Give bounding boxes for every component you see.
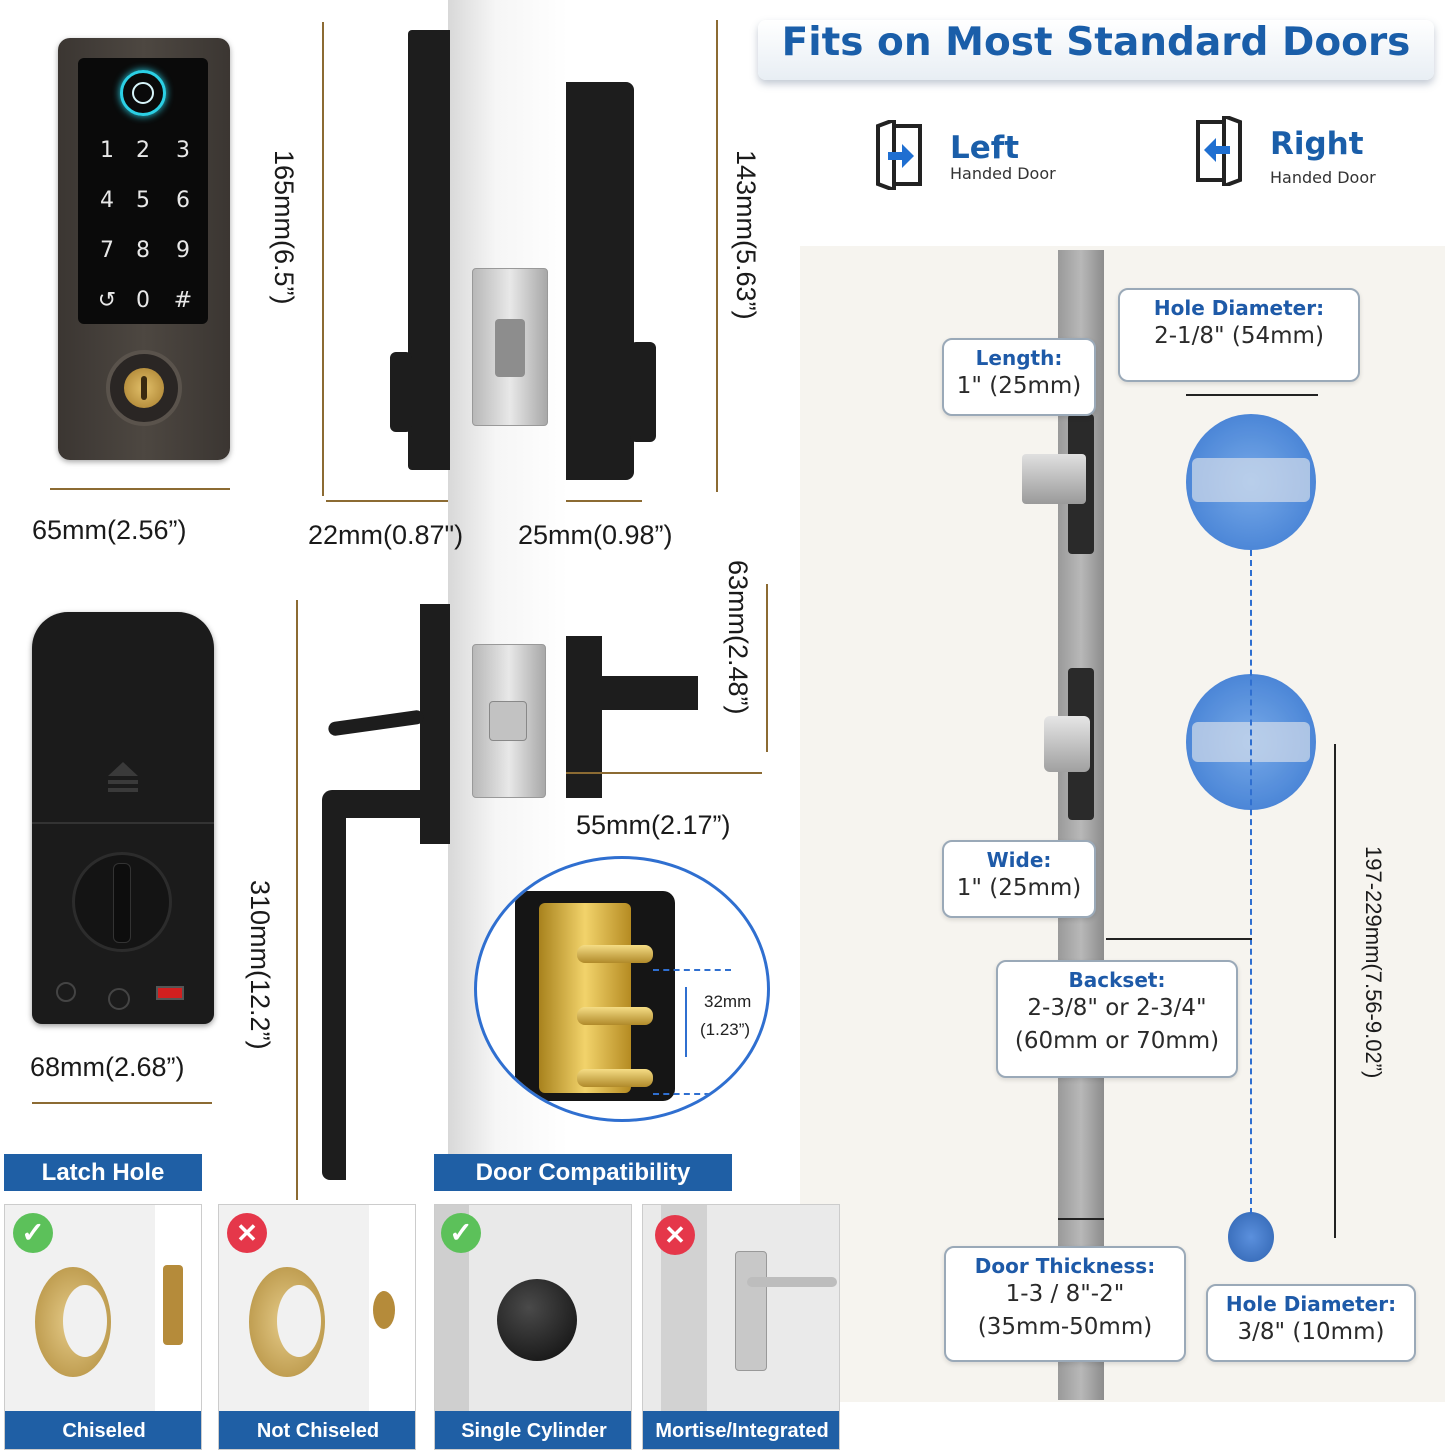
wide-label: Wide: 1" (25mm) bbox=[942, 840, 1096, 918]
handle-plate-width-label: 55mm(2.17”) bbox=[576, 810, 731, 840]
thumbnail-chiseled: ✓ Chiseled bbox=[4, 1204, 202, 1450]
side-depth-back-arrow bbox=[566, 500, 642, 502]
reset-button-icon bbox=[56, 982, 76, 1002]
side-depth-front-label: 22mm(0.87") bbox=[308, 520, 464, 550]
latch-hole-tab: Latch Hole bbox=[4, 1154, 202, 1191]
key-9[interactable]: 9 bbox=[176, 238, 190, 263]
battery-indicator-icon bbox=[156, 986, 184, 1000]
right-handed-door: Right Handed Door bbox=[1190, 116, 1430, 187]
title-banner: Fits on Most Standard Doors bbox=[758, 20, 1434, 80]
side-front-knob bbox=[390, 352, 412, 432]
screw-spacing-inches: (1.23”) bbox=[700, 1020, 751, 1039]
keypad-screen: 1 2 3 4 5 6 7 8 9 ↺ 0 # bbox=[78, 58, 208, 324]
keypad-lock-front: 1 2 3 4 5 6 7 8 9 ↺ 0 # bbox=[58, 38, 230, 460]
front-width-label: 65mm(2.56”) bbox=[32, 515, 187, 545]
hole-diameter-small-label: Hole Diameter: 3/8" (10mm) bbox=[1206, 1284, 1416, 1362]
center-line bbox=[1250, 550, 1252, 1214]
front-width-arrow bbox=[50, 488, 230, 490]
bore-hole-upper bbox=[1186, 414, 1316, 550]
side-height-label: 143mm(5.63”) bbox=[731, 150, 761, 320]
thumbnail-mortise: ✕ Mortise/Integrated bbox=[642, 1204, 840, 1450]
door-compatibility-tab: Door Compatibility bbox=[434, 1154, 732, 1191]
key-2[interactable]: 2 bbox=[136, 138, 150, 163]
bore-hole-small bbox=[1228, 1212, 1274, 1262]
key-cylinder-icon bbox=[106, 350, 182, 426]
left-door-title: Left bbox=[950, 130, 1020, 166]
door-thickness-arrow bbox=[1058, 1218, 1104, 1220]
ok-check-icon: ✓ bbox=[441, 1213, 481, 1253]
back-width-label: 68mm(2.68”) bbox=[30, 1052, 185, 1082]
backset-arrow bbox=[1106, 938, 1252, 940]
front-height-arrow bbox=[322, 22, 324, 496]
ok-check-icon: ✓ bbox=[13, 1213, 53, 1253]
screw-icon bbox=[108, 988, 130, 1010]
handle-lever bbox=[327, 709, 425, 737]
caption-not-chiseled: Not Chiseled bbox=[219, 1411, 415, 1449]
side-back-knob bbox=[630, 342, 656, 442]
lever-arm bbox=[598, 676, 698, 710]
handle-plate-height-arrow bbox=[766, 584, 768, 752]
side-height-arrow bbox=[716, 20, 718, 492]
no-cross-icon: ✕ bbox=[227, 1213, 267, 1253]
back-lock-body bbox=[32, 612, 214, 1024]
front-height-label: 165mm(6.5”) bbox=[269, 150, 299, 305]
length-label: Length: 1" (25mm) bbox=[942, 338, 1096, 416]
hole-spacing-arrow bbox=[1334, 744, 1336, 1238]
right-door-subtitle: Handed Door bbox=[1270, 168, 1376, 187]
no-cross-icon: ✕ bbox=[655, 1215, 695, 1255]
left-handed-door: Left Handed Door bbox=[870, 120, 1100, 190]
hole-diameter-arrow bbox=[1186, 394, 1318, 396]
back-height-arrow bbox=[296, 600, 298, 1200]
thumbnail-not-chiseled: ✕ Not Chiseled bbox=[218, 1204, 416, 1450]
handle-plate-height-label: 63mm(2.48”) bbox=[723, 560, 753, 715]
caption-single-cylinder: Single Cylinder bbox=[435, 1411, 631, 1449]
side-depth-front-arrow bbox=[326, 500, 448, 502]
latch-plate-bottom bbox=[472, 644, 546, 798]
latch-bolt-upper bbox=[1022, 454, 1086, 504]
screw-spacing-value: 32mm bbox=[704, 992, 752, 1011]
side-depth-back-label: 25mm(0.98”) bbox=[518, 520, 673, 550]
hole-spacing-label: 197-229mm(7.56-9.02”) bbox=[1361, 846, 1386, 1079]
door-diagram bbox=[800, 246, 1445, 1402]
backset-label: Backset: 2-3/8" or 2-3/4" (60mm or 70mm) bbox=[996, 960, 1238, 1078]
right-door-title: Right bbox=[1270, 126, 1364, 162]
key-7[interactable]: 7 bbox=[100, 238, 114, 263]
key-back[interactable]: ↺ bbox=[97, 288, 117, 313]
key-1[interactable]: 1 bbox=[100, 138, 114, 163]
key-4[interactable]: 4 bbox=[100, 188, 114, 213]
eject-icon bbox=[108, 762, 138, 802]
key-0[interactable]: 0 bbox=[136, 288, 150, 313]
latch-plate-top bbox=[472, 268, 548, 426]
side-back-body bbox=[566, 82, 634, 480]
back-width-arrow bbox=[32, 1102, 212, 1104]
screw-detail-zoom bbox=[474, 856, 770, 1122]
caption-mortise-integrated: Mortise/Integrated bbox=[643, 1411, 839, 1449]
key-8[interactable]: 8 bbox=[136, 238, 150, 263]
handle-plate-width-arrow bbox=[566, 772, 762, 774]
side-front-body bbox=[408, 30, 450, 470]
key-5[interactable]: 5 bbox=[136, 188, 150, 213]
back-height-label: 310mm(12.2”) bbox=[245, 880, 275, 1050]
door-right-arrow-icon bbox=[1196, 116, 1242, 186]
handle-grip-top bbox=[322, 790, 432, 818]
latch-bolt-lower bbox=[1044, 716, 1090, 772]
hole-diameter-large-label: Hole Diameter: 2-1/8" (54mm) bbox=[1118, 288, 1360, 382]
thumbnail-single-cylinder: ✓ Single Cylinder bbox=[434, 1204, 632, 1450]
door-left-arrow-icon bbox=[876, 120, 922, 190]
key-hash[interactable]: # bbox=[173, 288, 193, 313]
key-6[interactable]: 6 bbox=[176, 188, 190, 213]
page-title: Fits on Most Standard Doors bbox=[781, 20, 1411, 65]
door-thickness-label: Door Thickness: 1-3 / 8"-2" (35mm-50mm) bbox=[944, 1246, 1186, 1362]
caption-chiseled: Chiseled bbox=[5, 1411, 201, 1449]
handle-grip bbox=[322, 800, 346, 1180]
left-door-subtitle: Handed Door bbox=[950, 164, 1056, 183]
lever-plate bbox=[566, 636, 602, 798]
fingerprint-icon bbox=[120, 70, 166, 116]
key-3[interactable]: 3 bbox=[176, 138, 190, 163]
thumb-turn-icon bbox=[72, 852, 172, 952]
